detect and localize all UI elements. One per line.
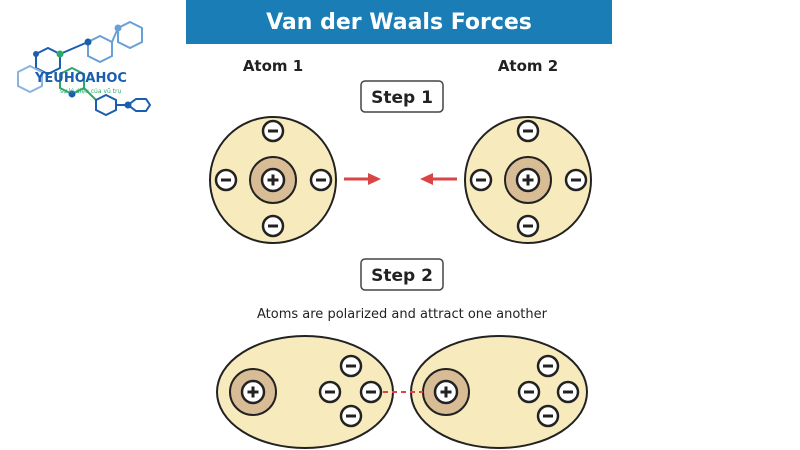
electron-icon — [519, 382, 539, 402]
electron-icon — [471, 170, 491, 190]
arrow-right-icon — [344, 173, 381, 185]
electron-icon — [566, 170, 586, 190]
electron-icon — [341, 356, 361, 376]
nucleus-icon — [505, 157, 551, 203]
electron-icon — [341, 406, 361, 426]
step-2-label: Step 2 — [371, 266, 433, 286]
electron-icon — [518, 216, 538, 236]
nucleus-icon — [250, 157, 296, 203]
step-1-label: Step 1 — [371, 88, 433, 108]
atom-2-neutral — [465, 117, 591, 243]
arrow-left-icon — [420, 173, 457, 185]
atom-2-polarized — [411, 336, 587, 448]
molecule-logo-icon — [18, 22, 150, 115]
step-2-caption: Atoms are polarized and attract one anot… — [257, 307, 548, 322]
atom-1-neutral — [210, 117, 336, 243]
electron-icon — [558, 382, 578, 402]
page-title: Van der Waals Forces — [266, 10, 532, 35]
logo-tagline: sự kì diệu của vũ trụ — [60, 88, 122, 95]
nucleus-icon — [230, 369, 276, 415]
electron-icon — [263, 216, 283, 236]
nucleus-icon — [423, 369, 469, 415]
electron-icon — [538, 356, 558, 376]
electron-icon — [361, 382, 381, 402]
atom-1-polarized — [217, 336, 393, 448]
electron-icon — [311, 170, 331, 190]
electron-icon — [320, 382, 340, 402]
logo-name: YEUHOAHOC — [34, 71, 127, 86]
electron-icon — [518, 121, 538, 141]
electron-icon — [263, 121, 283, 141]
atom-2-label: Atom 2 — [498, 57, 558, 75]
electron-icon — [216, 170, 236, 190]
site-logo[interactable]: YEUHOAHOC sự kì diệu của vũ trụ — [18, 22, 150, 115]
atom-1-label: Atom 1 — [243, 57, 303, 75]
electron-icon — [538, 406, 558, 426]
